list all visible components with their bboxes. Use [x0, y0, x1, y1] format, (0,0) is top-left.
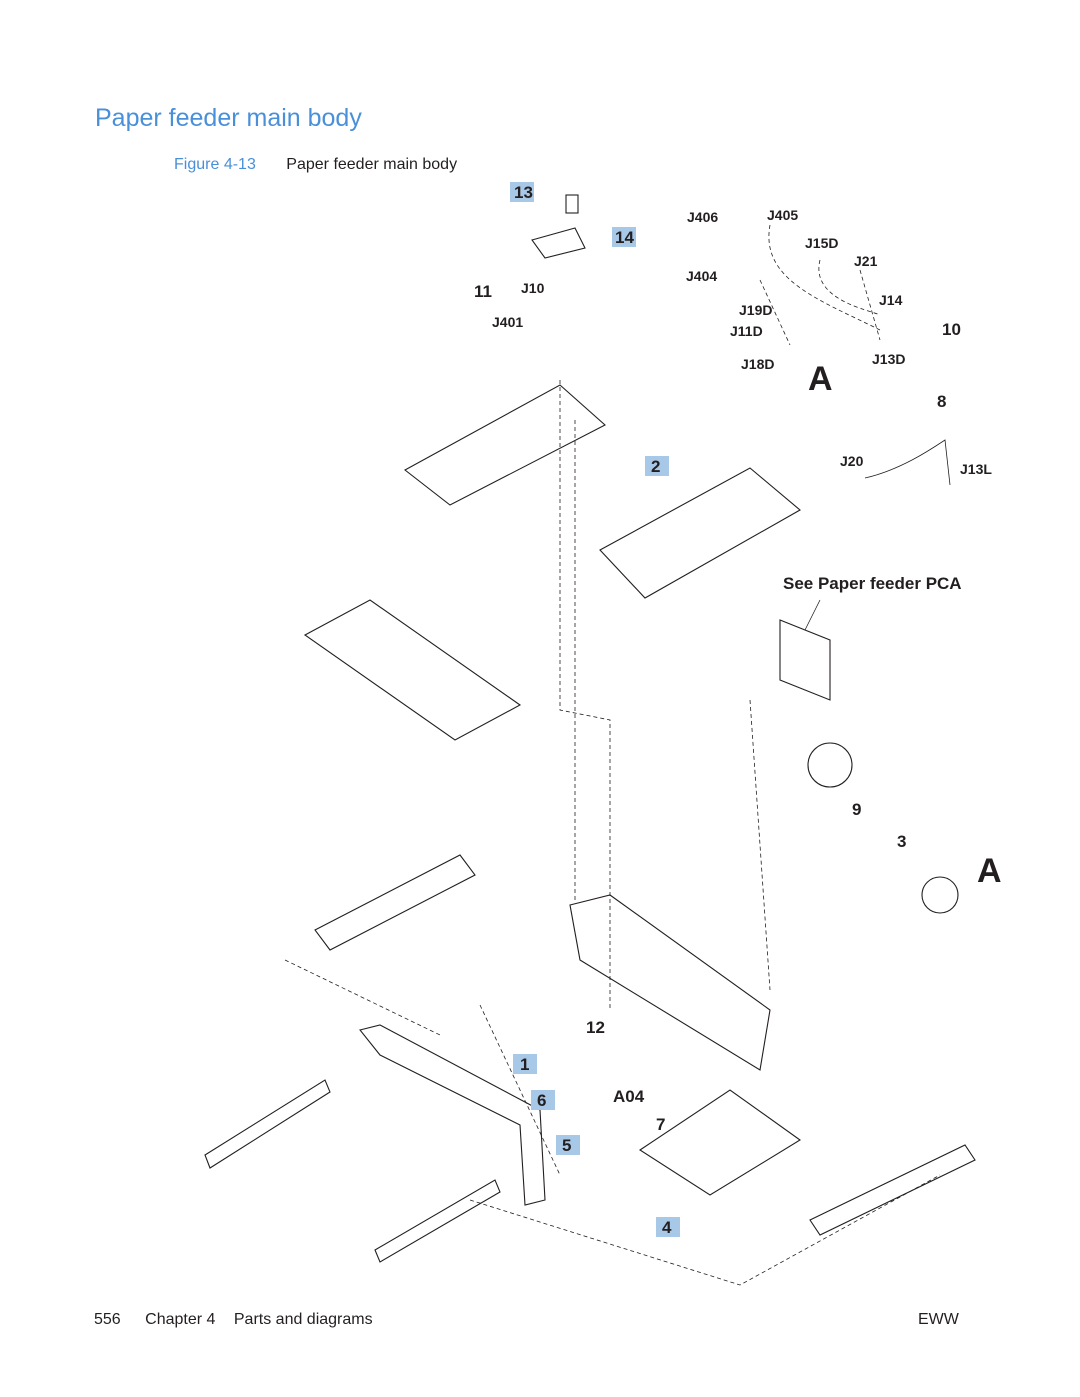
callout-1: 1	[513, 1054, 537, 1074]
motor-9	[807, 742, 853, 788]
figure-label: Figure	[174, 156, 220, 173]
connector-j405: J405	[767, 207, 798, 223]
callout-6-text: 6	[537, 1091, 546, 1110]
footer-left: 556 Chapter 4 Parts and diagrams	[94, 1311, 373, 1329]
pickup-assembly	[638, 1089, 801, 1196]
callout-14-text: 14	[615, 228, 634, 247]
callout-10: 10	[942, 320, 961, 339]
callout-2: 2	[645, 456, 669, 476]
page-number: 556	[94, 1311, 121, 1328]
wire-harness	[759, 224, 881, 346]
manual-code: EWW	[918, 1311, 959, 1328]
connector-j15d: J15D	[805, 235, 838, 251]
connector-j19d: J19D	[739, 302, 772, 318]
callout-4: 4	[656, 1217, 680, 1237]
side-frame	[569, 894, 771, 1071]
left-rail	[314, 854, 476, 951]
figure-number: 4-13	[223, 156, 256, 173]
plate-2	[599, 467, 801, 599]
sensor-13	[565, 194, 579, 214]
callout-4-text: 4	[662, 1218, 672, 1237]
bracket-14	[531, 227, 586, 259]
section-title: Paper feeder main body	[95, 104, 362, 132]
callout-14: 14	[612, 227, 636, 247]
chapter-label: Chapter 4	[145, 1311, 216, 1328]
figure-caption-text: Paper feeder main body	[286, 156, 458, 173]
motor-3	[921, 876, 959, 914]
top-plate	[404, 384, 606, 506]
callout-7: 7	[656, 1115, 665, 1134]
connector-j13d: J13D	[872, 351, 905, 367]
connector-j406: J406	[687, 209, 718, 225]
connector-j14: J14	[879, 292, 903, 308]
callout-13-text: 13	[514, 183, 533, 202]
connector-j20: J20	[840, 453, 864, 469]
guide-lines	[284, 380, 941, 1286]
callout-9: 9	[852, 800, 861, 819]
callout-11: 11	[474, 282, 492, 301]
slide-rail-2	[374, 1179, 501, 1263]
connector-j21: J21	[854, 253, 878, 269]
connector-j10: J10	[521, 280, 545, 296]
reference-letter-a-top: A	[808, 360, 833, 398]
callout-13: 13	[510, 182, 534, 202]
right-rail	[809, 1144, 976, 1236]
connector-a04: A04	[613, 1087, 645, 1106]
chapter-title: Parts and diagrams	[233, 1311, 373, 1328]
see-paper-feeder-pca-note: See Paper feeder PCA	[783, 574, 962, 593]
connector-j401: J401	[492, 314, 523, 330]
callout-12: 12	[586, 1018, 605, 1037]
slide-rail-1	[204, 1079, 331, 1169]
connector-j18d: J18D	[741, 356, 774, 372]
u-frame	[359, 1024, 546, 1206]
tray-frame	[303, 599, 522, 741]
figure-caption: Figure 4-13 Paper feeder main body	[174, 156, 457, 174]
callout-5: 5	[556, 1135, 580, 1155]
callout-8: 8	[937, 392, 946, 411]
reference-letter-a-bottom: A	[977, 852, 1002, 890]
connector-j404: J404	[686, 268, 717, 284]
callout-6: 6	[531, 1090, 555, 1110]
connector-j11d: J11D	[730, 323, 763, 339]
cable-8	[864, 439, 951, 486]
callout-3: 3	[897, 832, 906, 851]
callout-1-text: 1	[520, 1055, 529, 1074]
connector-j13l: J13L	[960, 461, 992, 477]
callout-2-text: 2	[651, 457, 660, 476]
callout-5-text: 5	[562, 1136, 571, 1155]
pca-board	[779, 619, 831, 701]
